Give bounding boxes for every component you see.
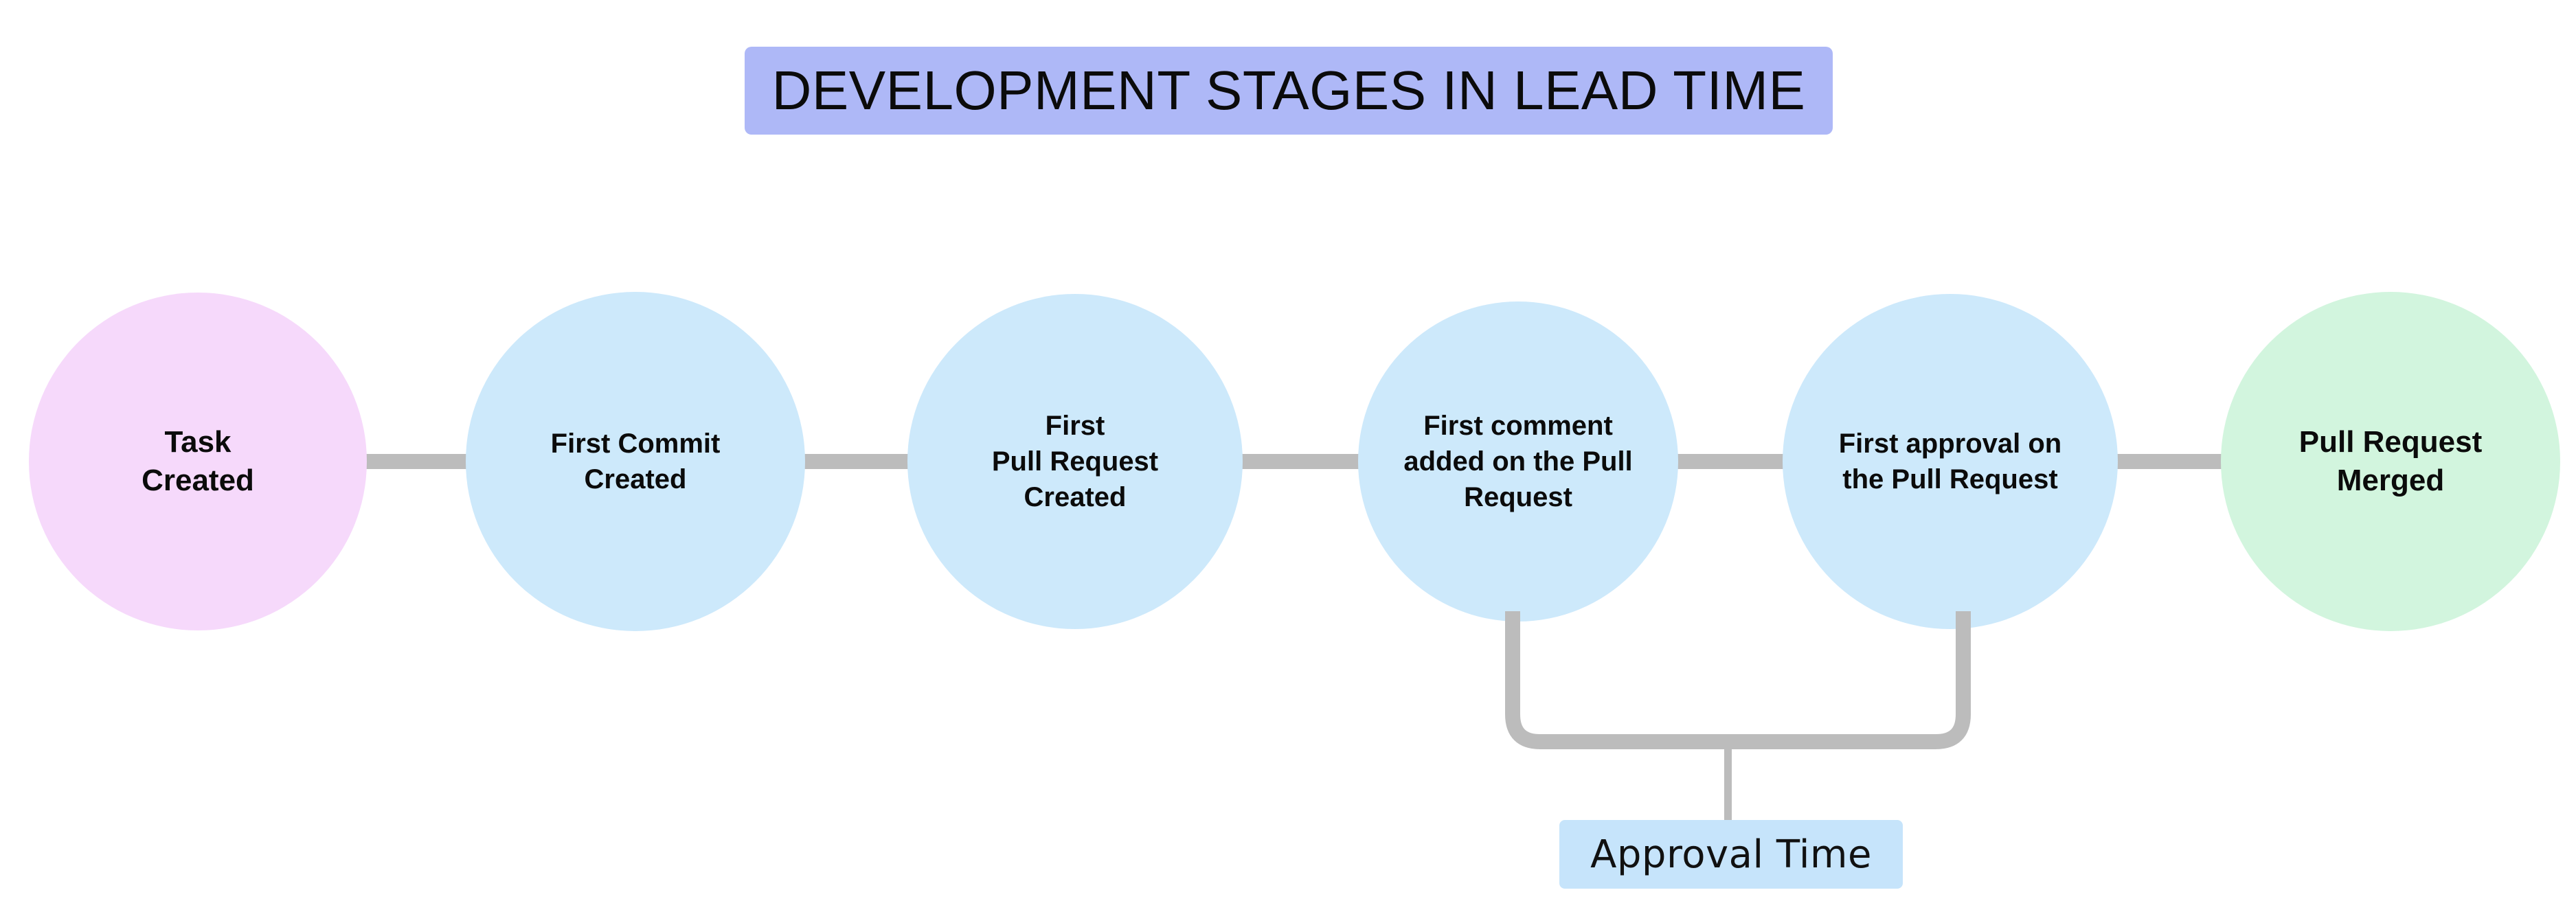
- stage-node-first-approval-on-pull-request[interactable]: First approval on the Pull Request: [1783, 294, 2118, 629]
- stage-label-first-commit-created: First Commit Created: [550, 429, 721, 494]
- approval-time-badge[interactable]: Approval Time: [1559, 820, 1903, 889]
- page-title: DEVELOPMENT STAGES IN LEAD TIME: [771, 60, 1806, 121]
- connector-first-pr-to-first-comment: [1234, 454, 1368, 469]
- stage-label-first-comment-on-pull-request: First comment added on the Pull Request: [1403, 411, 1633, 512]
- stage-label-first-approval-on-pull-request: First approval on the Pull Request: [1838, 429, 2062, 494]
- connector-first-commit-to-first-pr: [797, 454, 917, 469]
- stage-node-pull-request-merged[interactable]: Pull Request Merged: [2221, 292, 2560, 631]
- diagram-title-banner: DEVELOPMENT STAGES IN LEAD TIME: [745, 47, 1833, 135]
- connector-first-approval-to-pr-merged: [2109, 454, 2230, 469]
- approval-time-label-text: Approval Time: [1590, 832, 1872, 877]
- approval-time-bracket: [1505, 611, 1971, 749]
- connector-first-comment-to-first-approval: [1669, 454, 1792, 469]
- stage-label-task-created: Task Created: [142, 424, 254, 497]
- connector-task-to-first-commit: [357, 454, 474, 469]
- approval-time-stem: [1724, 740, 1732, 826]
- stage-node-first-comment-on-pull-request[interactable]: First comment added on the Pull Request: [1358, 301, 1678, 622]
- stage-node-first-pull-request-created[interactable]: First Pull Request Created: [907, 294, 1243, 629]
- stage-node-first-commit-created[interactable]: First Commit Created: [466, 292, 805, 631]
- stage-label-first-pull-request-created: First Pull Request Created: [991, 411, 1159, 512]
- stage-label-pull-request-merged: Pull Request Merged: [2298, 424, 2483, 497]
- stage-node-task-created[interactable]: Task Created: [29, 293, 367, 630]
